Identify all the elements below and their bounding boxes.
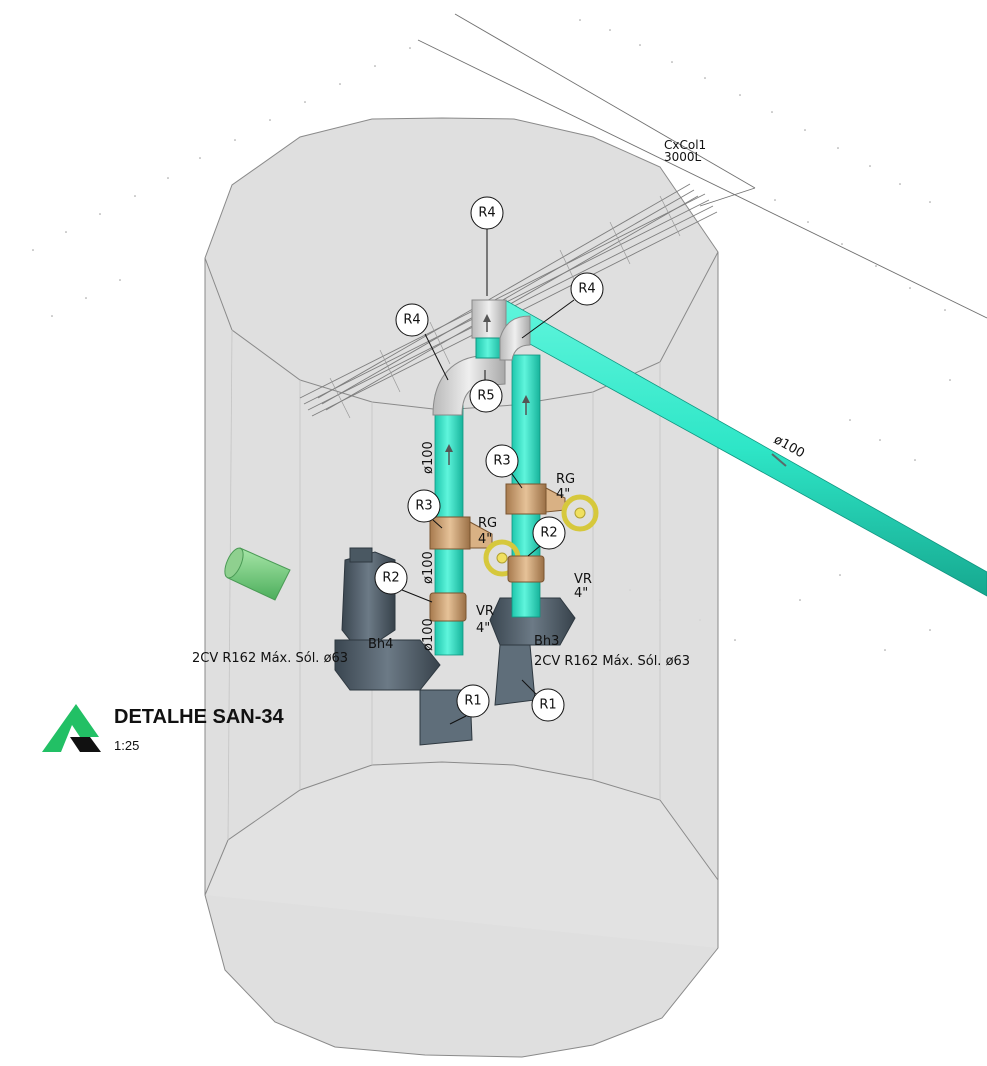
valve-rg-right <box>505 483 599 532</box>
pump-right <box>489 597 576 706</box>
tag-r2-left: R2 <box>374 561 408 595</box>
leader-lines <box>401 229 575 725</box>
detail-title: DETALHE SAN-34 <box>114 706 285 728</box>
box-name-label: CxCol1 <box>664 138 706 152</box>
reference-lines <box>417 13 987 319</box>
pump-left-name: Bh4 <box>368 637 393 652</box>
riser-left-top-diameter: ø100 <box>421 441 436 474</box>
tag-r3-left: R3 <box>407 489 441 523</box>
tag-r2-left-text: R2 <box>382 571 399 586</box>
valve-vr-right-size: 4" <box>574 586 588 601</box>
valve-vr-right <box>507 555 545 583</box>
pump-right-spec: 2CV R162 Máx. Sól. ø63 <box>534 654 690 669</box>
valve-vr-left-size: 4" <box>476 621 490 636</box>
pump-right-name: Bh3 <box>534 634 559 649</box>
tag-r3-left-text: R3 <box>415 499 432 514</box>
detail-scale: 1:25 <box>114 738 139 753</box>
valve-rg-left-size: 4" <box>478 532 492 547</box>
valve-rg-left <box>429 516 521 577</box>
tag-r2-right: R2 <box>532 516 566 550</box>
fittings-top <box>432 299 531 416</box>
box-capacity-label: 3000L <box>664 150 702 164</box>
valve-rg-right-size: 4" <box>556 487 570 502</box>
tag-r4-left: R4 <box>395 303 429 337</box>
tag-r4-top-text: R4 <box>478 206 495 221</box>
tag-r5-text: R5 <box>477 389 494 404</box>
brand-logo <box>42 704 101 752</box>
tag-r1-left: R1 <box>456 684 490 718</box>
valve-vr-left <box>429 592 467 622</box>
float-cylinder <box>224 547 291 601</box>
riser-left-low-diameter: ø100 <box>421 618 436 651</box>
riser-left-mid-diameter: ø100 <box>421 551 436 584</box>
tag-r3-right-text: R3 <box>493 454 510 469</box>
tag-r5: R5 <box>469 379 503 413</box>
valve-vr-right-label: VR <box>574 572 592 587</box>
valve-vr-left-label: VR <box>476 604 494 619</box>
pump-left-spec: 2CV R162 Máx. Sól. ø63 <box>192 651 348 666</box>
tag-r2-right-text: R2 <box>540 526 557 541</box>
tag-r4-top: R4 <box>470 196 504 230</box>
tag-r4-right-text: R4 <box>578 282 595 297</box>
valve-rg-left-label: RG <box>478 516 497 531</box>
tag-r1-left-text: R1 <box>464 694 481 709</box>
tag-r3-right: R3 <box>485 444 519 478</box>
tag-r1-right: R1 <box>531 688 565 722</box>
tag-r1-right-text: R1 <box>539 698 556 713</box>
tag-r4-right: R4 <box>570 272 604 306</box>
tag-r4-left-text: R4 <box>403 313 420 328</box>
valve-rg-right-label: RG <box>556 472 575 487</box>
